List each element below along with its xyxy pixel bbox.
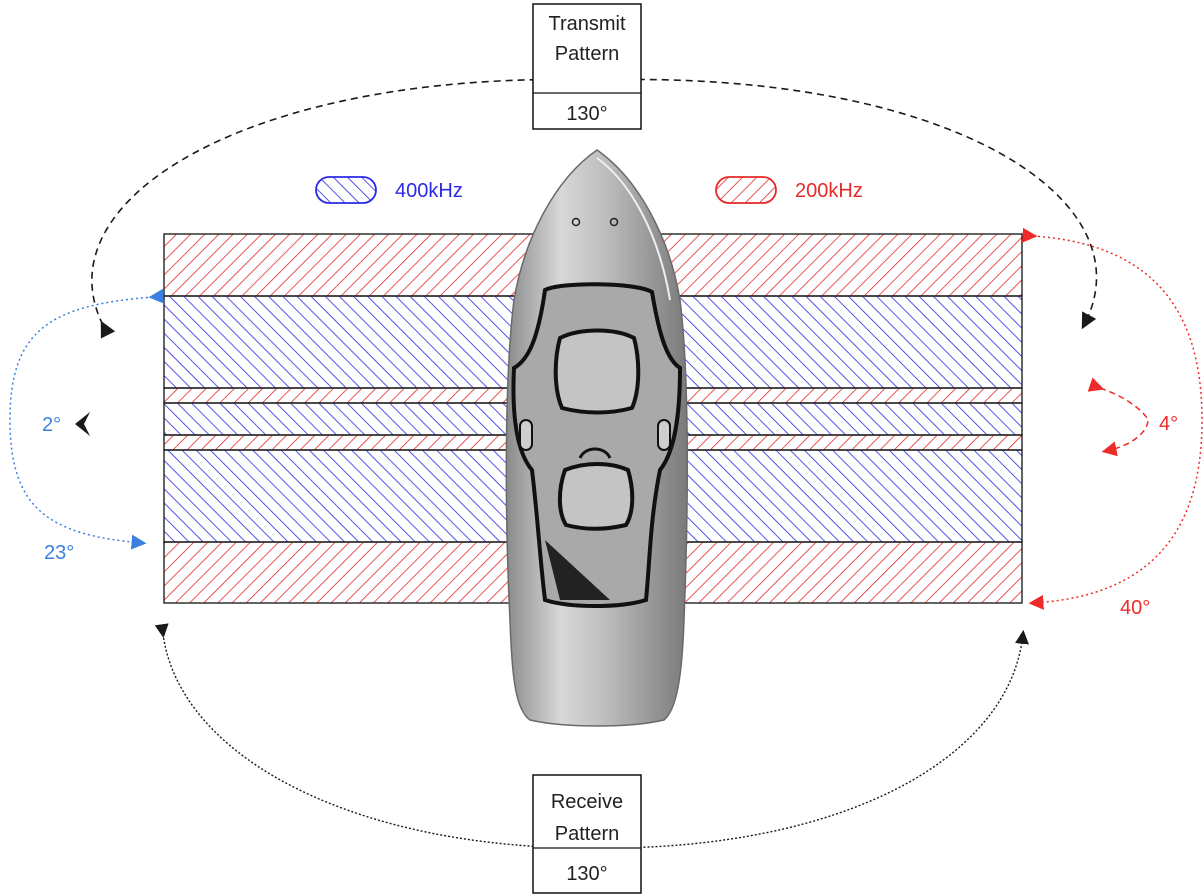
legend-label-blue: 400kHz: [395, 180, 463, 202]
legend-swatch-red: [715, 176, 777, 204]
receive-subtitle: Pattern: [555, 823, 619, 845]
receive-pattern-box: Receive Pattern 130°: [532, 774, 642, 894]
transmit-arc: [91, 78, 1098, 339]
receive-title: Receive: [551, 791, 623, 813]
blue-small-arrows-icon: [75, 412, 90, 436]
boat-topview-icon: [505, 149, 689, 727]
transmit-pattern-box: Transmit Pattern 130°: [532, 3, 642, 130]
angle-red-large: 40°: [1120, 597, 1150, 619]
legend-label-red: 200kHz: [795, 180, 863, 202]
legend-200khz: 200kHz: [715, 176, 863, 204]
receive-angle: 130°: [566, 863, 607, 885]
angle-blue-small: 2°: [42, 414, 61, 436]
transmit-title: Transmit: [548, 13, 625, 35]
red-small-arc: [1087, 377, 1149, 457]
transmit-subtitle: Pattern: [555, 43, 619, 65]
red-large-arc: [1022, 227, 1203, 610]
angle-blue-large: 23°: [44, 542, 74, 564]
legend-400khz: 400kHz: [315, 176, 463, 204]
angle-red-small: 4°: [1159, 413, 1178, 435]
blue-large-arc: [9, 288, 165, 550]
transmit-angle: 130°: [566, 103, 607, 125]
legend-swatch-blue: [315, 176, 377, 204]
